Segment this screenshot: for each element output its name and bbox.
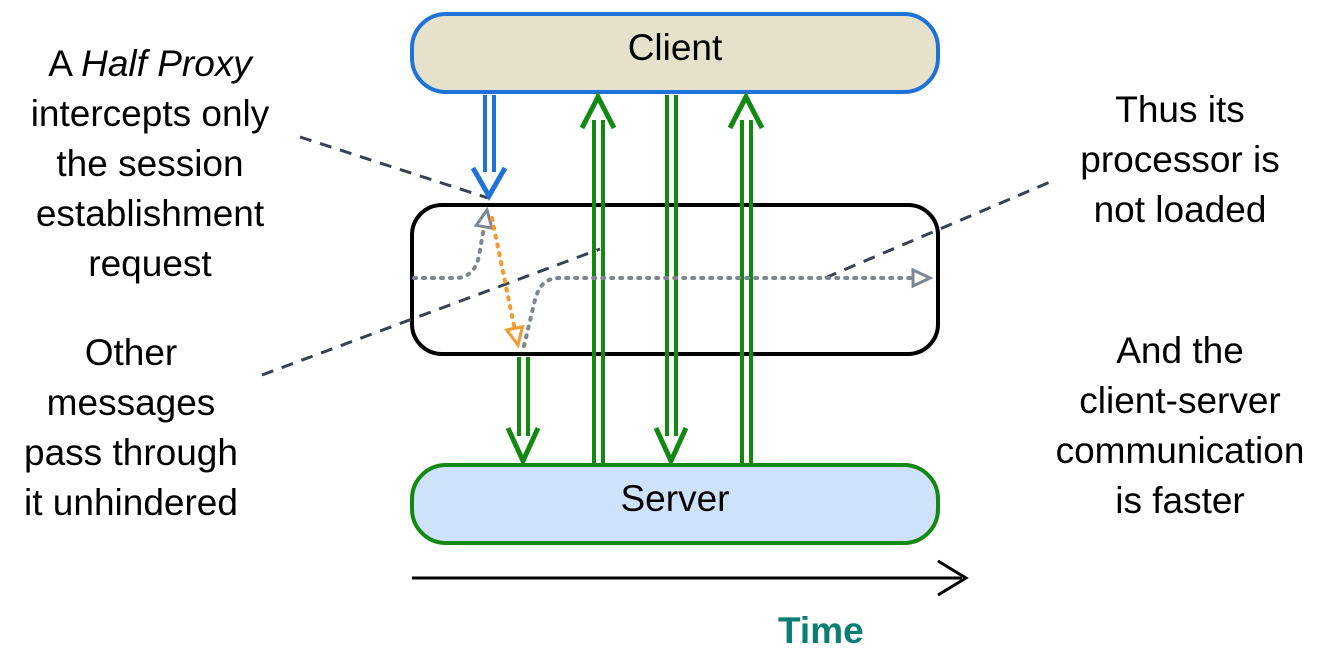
caption-other-messages-line1: Other xyxy=(84,332,178,373)
caption-half-proxy-line5: request xyxy=(88,243,212,284)
caption-half-proxy: A Half Proxy intercepts only the session… xyxy=(0,39,300,289)
caption-processor: Thus its processor is not loaded xyxy=(1040,85,1320,235)
caption-half-proxy-line3: the session xyxy=(56,143,244,184)
caption-processor-line3: not loaded xyxy=(1093,189,1267,230)
caption-faster: And the client-server communication is f… xyxy=(1036,326,1324,526)
caption-faster-line2: client-server xyxy=(1079,380,1281,421)
client-label: Client xyxy=(627,27,723,68)
caption-other-messages: Other messages pass through it unhindere… xyxy=(0,328,262,528)
caption-faster-line4: is faster xyxy=(1115,480,1245,521)
proxy-to-server-arrow xyxy=(505,357,541,468)
client-to-proxy-arrow xyxy=(470,95,508,202)
caption-faster-line1: And the xyxy=(1116,330,1244,371)
time-axis-arrow xyxy=(412,559,969,597)
proxy-internal-processing xyxy=(490,216,525,349)
pass-through-path-in xyxy=(412,206,495,280)
caption-other-messages-line4: it unhindered xyxy=(24,482,238,523)
caption-faster-line3: communication xyxy=(1055,430,1305,471)
caption-processor-line1: Thus its xyxy=(1115,89,1245,130)
caption-other-messages-line2: messages xyxy=(46,382,216,423)
caption-half-proxy-line4: establishment xyxy=(35,193,265,234)
caption-half-proxy-line2: intercepts only xyxy=(30,93,270,134)
time-label: Time xyxy=(778,610,864,651)
callout-line-bottom-left xyxy=(261,247,601,377)
callout-lines xyxy=(261,135,1051,377)
caption-processor-line2: processor is xyxy=(1080,139,1280,180)
caption-other-messages-line3: pass through xyxy=(24,432,238,473)
client-box xyxy=(410,12,940,94)
server-label: Server xyxy=(620,478,730,519)
pass-through-path-out xyxy=(522,267,934,348)
caption-half-proxy-line1: A Half Proxy xyxy=(48,43,252,84)
server-to-client-arrow-2 xyxy=(727,91,765,463)
server-box xyxy=(410,463,940,545)
server-to-client-arrow-1 xyxy=(579,91,617,463)
callout-line-top-left xyxy=(299,135,489,200)
client-to-server-arrow xyxy=(653,95,689,468)
